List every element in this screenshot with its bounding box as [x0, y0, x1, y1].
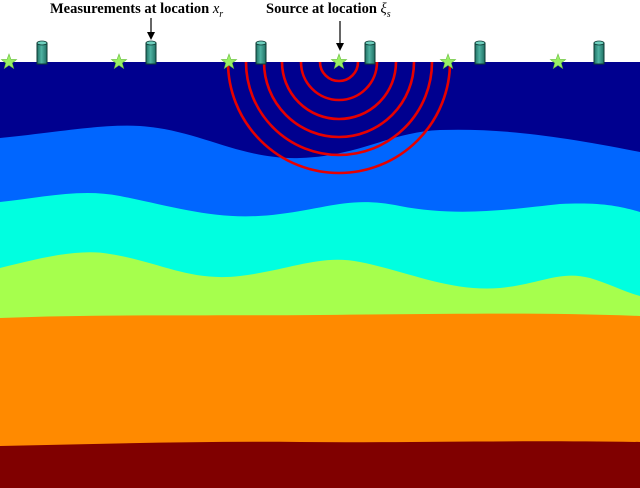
wavefront-arc-2: [299, 61, 379, 102]
source-3-star-source-icon: [220, 53, 238, 70]
measurements-annotation: Measurements at location xr: [50, 1, 223, 40]
receiver-6-cylinder-receiver-icon: [593, 40, 605, 65]
source-label-text: Source at location: [266, 1, 381, 17]
source-annotation: Source at location ξs: [266, 1, 391, 51]
receiver-body: [474, 42, 486, 65]
source-1-star-source-icon: [0, 53, 18, 70]
wavefronts: [226, 61, 452, 175]
wavefront-arc-5: [244, 61, 434, 157]
source-label: Source at location ξs: [266, 1, 391, 20]
measurements-label-symbol: x: [212, 1, 220, 17]
receiver-cap: [364, 40, 376, 46]
measurements-arrow-head: [147, 32, 155, 40]
wavefront-arc-6: [226, 61, 452, 175]
wavefront-arc-1: [318, 61, 360, 83]
receiver-2-cylinder-receiver-icon: [145, 40, 157, 65]
receiver-3-cylinder-receiver-icon: [255, 40, 267, 65]
receiver-5-cylinder-receiver-icon: [474, 40, 486, 65]
source-2-star-source-icon: [110, 53, 128, 70]
active-source-star-source-icon: [330, 53, 348, 70]
measurements-label-text: Measurements at location: [50, 1, 213, 17]
layer-6-dark-red: [0, 441, 640, 488]
receiver-body: [255, 42, 267, 65]
wavefront-arc-4: [262, 61, 416, 139]
measurements-label: Measurements at location xr: [50, 1, 223, 20]
receiver-4-cylinder-receiver-icon: [364, 40, 376, 65]
receiver-1-cylinder-receiver-icon: [36, 40, 48, 65]
receiver-body: [36, 42, 48, 65]
receivers: [36, 40, 605, 65]
subsurface-layers: [0, 62, 640, 488]
receiver-body: [364, 42, 376, 65]
receiver-body: [145, 42, 157, 65]
receiver-cap: [36, 40, 48, 46]
receiver-cap: [255, 40, 267, 46]
source-label-symbol: ξ: [381, 1, 388, 17]
receiver-cap: [145, 40, 157, 46]
source-5-star-source-icon: [439, 53, 457, 70]
receiver-body: [593, 42, 605, 65]
wavefront-arc-3: [280, 61, 398, 121]
receiver-cap: [474, 40, 486, 46]
source-label-subscript: s: [387, 9, 391, 20]
source-stars: [0, 53, 567, 70]
measurements-label-subscript: r: [219, 9, 223, 20]
source-6-star-source-icon: [549, 53, 567, 70]
receiver-cap: [593, 40, 605, 46]
source-arrow-head: [336, 43, 344, 51]
